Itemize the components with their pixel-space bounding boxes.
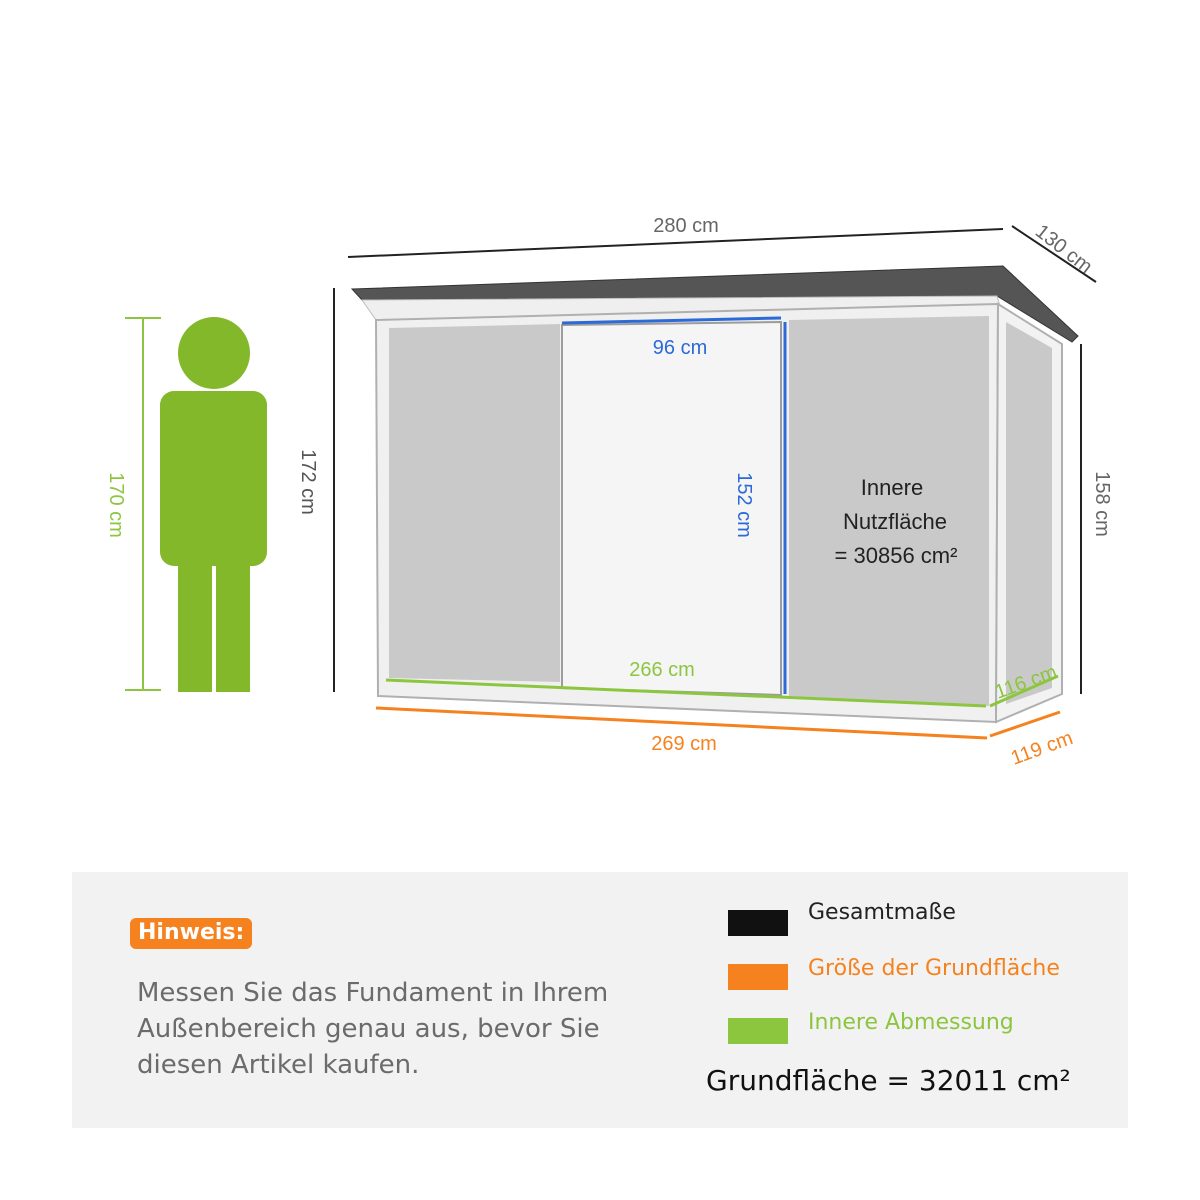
legend-swatch-overall: [728, 910, 788, 936]
total-width-label: 280 cm: [653, 215, 719, 237]
total-width-line: [347, 228, 1004, 258]
person-silhouette: [160, 317, 267, 692]
note-text: Messen Sie das Fundament in Ihrem Außenb…: [137, 978, 609, 1080]
legend-swatch-footprint: [728, 964, 788, 990]
person-height-line: [125, 317, 161, 691]
inner-area-line-3: = 30856 cm²: [835, 543, 958, 568]
base-width-label: 269 cm: [651, 733, 717, 755]
inner-area-line-2: Nutzfläche: [843, 509, 947, 534]
base-depth-label: 119 cm: [1008, 727, 1076, 770]
legend-label-inner: Innere Abmessung: [808, 1010, 1014, 1035]
shed-door: [561, 320, 782, 697]
door-width-label: 96 cm: [653, 337, 707, 359]
shed-height-label: 172 cm: [297, 449, 319, 515]
inner-area-label: Innere Nutzfläche = 30856 cm²: [835, 475, 958, 568]
door-width-line: [561, 316, 782, 325]
total-depth-line: [1011, 225, 1097, 283]
side-height-label: 158 cm: [1091, 471, 1113, 537]
legend-label-overall: Gesamtmaße: [808, 900, 956, 925]
shed-side-panel: [1006, 322, 1052, 704]
inner-width-label: 266 cm: [629, 659, 695, 681]
base-depth-line: [989, 710, 1061, 738]
legend-label-footprint: Größe der Grundfläche: [808, 956, 1060, 981]
note-badge: Hinweis:: [130, 918, 253, 949]
footprint-area-total: Grundfläche = 32011 cm²: [706, 1064, 1071, 1097]
note-panel: [72, 872, 1128, 1128]
inner-depth-line: [989, 674, 1059, 708]
shed-front-panel-right: [789, 316, 989, 706]
shed-front-panel-left: [389, 324, 560, 682]
inner-area-line-1: Innere: [861, 475, 923, 500]
base-width-line: [375, 706, 988, 740]
inner-width-line: [385, 678, 987, 708]
legend-swatch-inner: [728, 1018, 788, 1044]
shed-body: [350, 265, 1079, 724]
person-height-label: 170 cm: [105, 472, 127, 538]
door-height-label: 152 cm: [733, 472, 755, 538]
total-depth-label: 130 cm: [1031, 220, 1096, 278]
